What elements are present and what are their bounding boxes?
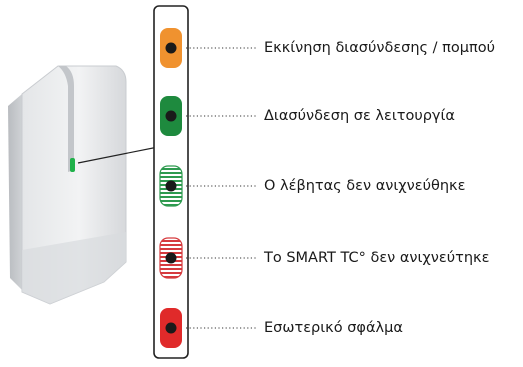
led-indicator-4	[159, 237, 258, 279]
led-dot	[165, 42, 177, 54]
device-led	[70, 158, 75, 172]
status-label-3: Ο λέβητας δεν ανιχνεύθηκε	[264, 178, 466, 194]
led-indicator-1	[160, 28, 258, 68]
status-label-5: Εσωτερικό σφάλμα	[264, 320, 403, 336]
device-groove	[58, 66, 74, 172]
led-dot	[165, 180, 177, 192]
device-side-face	[8, 94, 22, 290]
led-dot	[165, 110, 177, 122]
led-dot	[165, 252, 177, 264]
led-indicators	[159, 28, 258, 348]
led-indicator-2	[160, 96, 258, 136]
led-pointer-line	[77, 146, 159, 164]
device-lower-shade	[22, 232, 126, 304]
status-label-1: Εκκίνηση διασύνδεσης / πομπού	[264, 40, 495, 56]
led-dot	[165, 322, 177, 334]
status-label-4: Το SMART TC° δεν ανιχνεύτηκε	[264, 250, 490, 266]
interface-device	[8, 65, 127, 305]
led-indicator-5	[160, 308, 258, 348]
status-label-2: Διασύνδεση σε λειτουργία	[264, 108, 455, 124]
led-indicator-3	[159, 165, 258, 207]
